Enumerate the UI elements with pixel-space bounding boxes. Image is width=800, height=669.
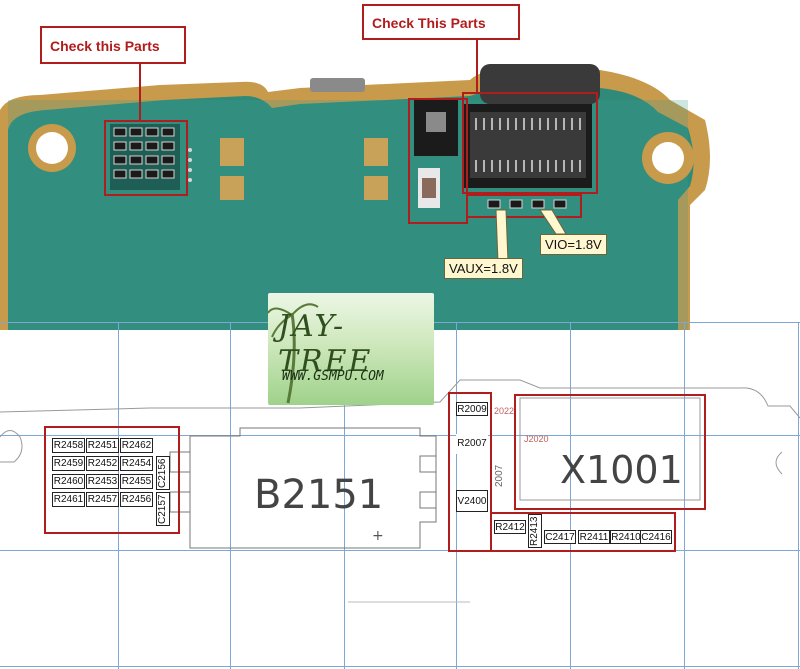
resistor-r2451: R2451 xyxy=(86,438,119,453)
j2020-label: J2020 xyxy=(524,434,549,444)
resistor-r2461: R2461 xyxy=(52,492,85,507)
resistor-r2454: R2454 xyxy=(120,456,153,471)
photo-right-highlight-box-a xyxy=(408,98,468,224)
svg-text:+: + xyxy=(372,528,384,544)
capacitor-c2416: C2416 xyxy=(640,530,672,544)
resistor-r2453: R2453 xyxy=(86,474,119,489)
jay-tree-watermark: JAY-TREE WWW.GSMPU.COM xyxy=(268,293,434,405)
right-callout-label: Check This Parts xyxy=(362,4,520,40)
resistor-r2452: R2452 xyxy=(86,456,119,471)
resistor-r2457: R2457 xyxy=(86,492,119,507)
x1001-label: X1001 xyxy=(560,448,683,492)
capacitor-c2417: C2417 xyxy=(544,530,576,544)
bottom-row-highlight-box xyxy=(490,512,676,552)
photo-left-highlight-box xyxy=(104,120,188,196)
photo-resistor-cluster xyxy=(110,124,192,190)
middle-parts-highlight-box xyxy=(448,392,492,552)
resistor-r2455: R2455 xyxy=(120,474,153,489)
top-connector-shell xyxy=(480,64,600,104)
vio-voltage-label: VIO=1.8V xyxy=(540,234,607,255)
resistor-r2462: R2462 xyxy=(120,438,153,453)
resistor-r2459: R2459 xyxy=(52,456,85,471)
x1001-highlight-box xyxy=(514,394,706,510)
diode-v2400: V2400 xyxy=(456,490,488,512)
watermark-url: WWW.GSMPU.COM xyxy=(282,369,384,384)
resistor-r2458: R2458 xyxy=(52,438,85,453)
resistor-r2009: R2009 xyxy=(456,402,488,416)
resistor-grid-highlight-box xyxy=(44,426,180,534)
part-2007-vertical: 2007 xyxy=(494,462,506,490)
b2151-label: B2151 xyxy=(254,472,384,518)
photo-right-highlight-box-b xyxy=(462,92,598,194)
right-callout-line xyxy=(476,38,478,94)
left-callout-line xyxy=(139,63,141,120)
resistor-r2007: R2007 xyxy=(456,434,488,454)
resistor-r2456: R2456 xyxy=(120,492,153,507)
resistor-r2460: R2460 xyxy=(52,474,85,489)
resistor-r2412: R2412 xyxy=(494,520,526,534)
voltage-pointer-lines xyxy=(495,209,567,263)
left-callout-label: Check this Parts xyxy=(40,26,186,64)
photo-right-highlight-box-c xyxy=(466,194,582,218)
schematic-layout: + B2151 X1001 J2020 2022 R2458 R2451 R24… xyxy=(0,322,800,669)
schematic-board-outline: + xyxy=(0,379,800,603)
photo-connector-area xyxy=(414,100,592,209)
palm-tree-icon xyxy=(268,303,319,404)
r2022-small-label: 2022 xyxy=(494,406,515,416)
resistor-r2411: R2411 xyxy=(578,530,610,544)
vaux-voltage-label: VAUX=1.8V xyxy=(444,258,523,279)
watermark-title: JAY-TREE xyxy=(278,309,373,379)
